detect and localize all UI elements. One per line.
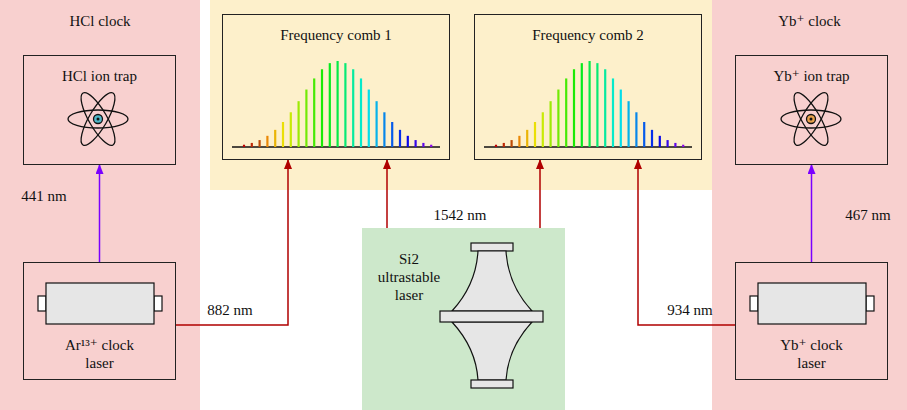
wavelength-label: 441 nm	[21, 187, 66, 205]
node-title: Si2 ultrastable laser	[368, 250, 450, 304]
wavelength-label: 934 nm	[667, 301, 712, 319]
wavelength-label: 1542 nm	[434, 206, 487, 224]
comb-tooth	[391, 122, 393, 147]
comb-tooth	[612, 78, 614, 147]
node-title: HCl clock	[6, 12, 194, 30]
wavelength-label: 467 nm	[845, 206, 890, 224]
comb-tooth	[503, 143, 505, 147]
laser-box: Ar¹³⁺ clock laser	[23, 262, 176, 380]
comb-tooth	[565, 78, 567, 147]
comb-tooth	[573, 69, 575, 147]
comb-tooth	[430, 145, 432, 147]
optical-cavity-icon	[440, 243, 543, 388]
laser-beam-connector	[539, 160, 541, 228]
comb-tooth	[344, 63, 346, 147]
comb-tooth	[596, 63, 598, 147]
laser-beam-connector	[99, 165, 101, 262]
laser-box: Yb⁺ clock laser	[735, 262, 888, 380]
comb-band	[210, 0, 712, 190]
ar-laser-icon	[38, 283, 162, 324]
wavelength-label: 882 nm	[207, 301, 252, 319]
comb-tooth	[511, 140, 513, 147]
comb-tooth	[251, 143, 253, 147]
comb-tooth	[337, 61, 339, 147]
laser-beam-connector	[638, 160, 735, 325]
ultrastable-laser-panel: Si2 ultrastable laser	[362, 228, 565, 410]
comb-tooth	[659, 136, 661, 147]
comb-tooth	[282, 122, 284, 147]
laser-beam-connector	[386, 160, 388, 228]
comb-tooth	[399, 130, 401, 147]
frequency-comb-box: Frequency comb 1	[222, 14, 450, 160]
comb-tooth	[495, 145, 497, 147]
comb-tooth	[407, 136, 409, 147]
node-title: Yb⁺ clock laser	[775, 336, 849, 372]
hcl-panel-ground	[0, 0, 200, 410]
comb-tooth	[415, 140, 417, 147]
clock-panel: HCl clockHCl ion trapAr¹³⁺ clock laser	[0, 0, 200, 410]
clock-panel: Yb⁺ clockYb⁺ ion trapYb⁺ clock laser	[712, 0, 907, 410]
comb-tooth	[534, 122, 536, 147]
comb-spectra	[232, 61, 692, 147]
node-title: Yb⁺ clock	[718, 12, 901, 30]
comb-tooth	[620, 90, 622, 147]
comb-tooth	[604, 69, 606, 147]
comb-tooth	[259, 140, 261, 147]
comb-tooth	[674, 143, 676, 147]
yb-atom-icon	[781, 89, 841, 150]
frequency-comb-box: Frequency comb 2	[474, 14, 702, 160]
comb-tooth	[627, 101, 629, 147]
comb-tooth	[643, 122, 645, 147]
comb-tooth	[549, 101, 551, 147]
comb-tooth	[518, 136, 520, 147]
comb-tooth	[290, 112, 292, 147]
ion-trap-box: Yb⁺ ion trap	[735, 55, 888, 165]
comb-tooth	[422, 143, 424, 147]
comb-tooth	[542, 112, 544, 147]
node-title: Yb⁺ ion trap	[742, 67, 881, 85]
laser-beam-connector	[811, 165, 813, 262]
comb-tooth	[651, 130, 653, 147]
comb-tooth	[635, 112, 637, 147]
comb-tooth	[557, 90, 559, 147]
comb-tooth	[666, 140, 668, 147]
hcl-atom-icon	[68, 89, 128, 150]
comb-tooth	[588, 61, 590, 147]
comb-tooth	[352, 69, 354, 147]
si2-panel-ground	[362, 228, 565, 410]
comb-tooth	[682, 145, 684, 147]
comb-tooth	[305, 90, 307, 147]
comb-tooth	[243, 145, 245, 147]
comb-tooth	[376, 101, 378, 147]
comb-tooth	[266, 136, 268, 147]
comb-tooth	[313, 78, 315, 147]
laser-beam-connector	[176, 160, 288, 325]
yb-panel-ground	[712, 0, 907, 410]
ion-trap-box: HCl ion trap	[23, 55, 176, 165]
comb-tooth	[298, 101, 300, 147]
comb-tooth	[329, 63, 331, 147]
node-title: HCl ion trap	[30, 67, 169, 85]
yb-laser-icon	[750, 283, 874, 324]
comb-tooth	[383, 112, 385, 147]
comb-tooth	[581, 63, 583, 147]
node-title: Ar¹³⁺ clock laser	[63, 336, 137, 372]
comb-tooth	[526, 130, 528, 147]
comb-tooth	[360, 78, 362, 147]
comb-tooth	[321, 69, 323, 147]
node-title: Frequency comb 1	[229, 26, 443, 44]
node-title: Frequency comb 2	[481, 26, 695, 44]
comb-tooth	[274, 130, 276, 147]
comb-tooth	[368, 90, 370, 147]
